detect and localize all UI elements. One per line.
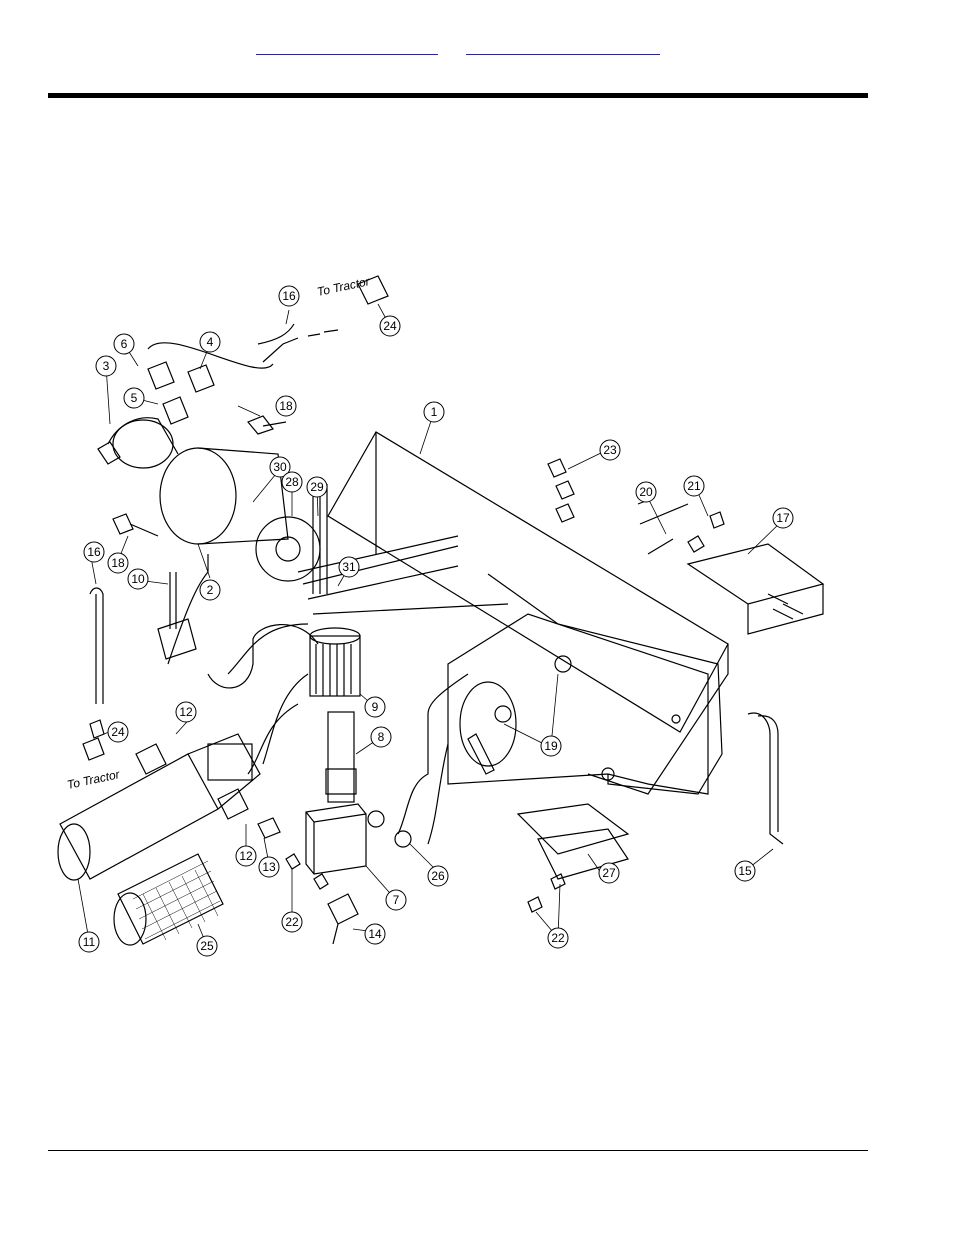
callout: 21 — [683, 475, 705, 497]
nav-link-2[interactable] — [466, 40, 660, 55]
callout: 24 — [379, 315, 401, 337]
valve-block — [305, 803, 367, 875]
callout: 11 — [78, 931, 100, 953]
callout: 5 — [123, 387, 145, 409]
svg-text:21: 21 — [687, 479, 701, 493]
svg-text:12: 12 — [179, 705, 193, 719]
svg-text:25: 25 — [200, 939, 214, 953]
svg-text:2: 2 — [207, 583, 214, 597]
callout: 18 — [275, 395, 297, 417]
svg-text:16: 16 — [282, 289, 296, 303]
svg-text:6: 6 — [121, 337, 128, 351]
hose-16-upper — [262, 337, 299, 363]
callout: 26 — [427, 865, 449, 887]
svg-text:27: 27 — [602, 866, 616, 880]
callout: 12 — [235, 845, 257, 867]
svg-text:4: 4 — [207, 335, 214, 349]
callout: 7 — [385, 889, 407, 911]
callout: 18 — [107, 552, 129, 574]
callout: 12 — [175, 701, 197, 723]
svg-text:23: 23 — [603, 443, 617, 457]
footer-rule — [48, 1150, 868, 1151]
callout: 2 — [199, 579, 221, 601]
svg-text:22: 22 — [551, 931, 565, 945]
electrical-connector — [516, 803, 630, 855]
filter-housing — [59, 753, 219, 880]
hydraulic-motor — [159, 447, 237, 545]
callout: 28 — [281, 471, 303, 493]
callout: 3 — [95, 355, 117, 377]
callout: 14 — [364, 923, 386, 945]
to-tractor-label-left: To Tractor — [66, 767, 122, 792]
callout: 20 — [635, 481, 657, 503]
callout: 10 — [127, 568, 149, 590]
svg-text:30: 30 — [273, 460, 287, 474]
callout: 6 — [113, 333, 135, 355]
callout: 8 — [370, 726, 392, 748]
svg-text:18: 18 — [111, 556, 125, 570]
callout: 16 — [278, 285, 300, 307]
svg-text:29: 29 — [310, 480, 324, 494]
svg-text:11: 11 — [83, 935, 96, 949]
callout: 30 — [269, 456, 291, 478]
hose-16-left — [89, 587, 104, 704]
svg-text:26: 26 — [431, 869, 445, 883]
callout: 16 — [83, 541, 105, 563]
svg-text:20: 20 — [639, 485, 653, 499]
callout: 15 — [734, 860, 756, 882]
callout: 31 — [338, 556, 360, 578]
svg-text:28: 28 — [285, 475, 299, 489]
svg-text:19: 19 — [544, 739, 558, 753]
hose-15 — [747, 712, 784, 845]
nav-link-1[interactable] — [256, 40, 438, 55]
callout: 22 — [281, 911, 303, 933]
svg-text:31: 31 — [342, 560, 356, 574]
callout: 25 — [196, 935, 218, 957]
svg-text:7: 7 — [393, 893, 400, 907]
svg-text:5: 5 — [131, 391, 138, 405]
svg-text:22: 22 — [285, 915, 299, 929]
svg-text:13: 13 — [262, 860, 276, 874]
filter-element — [117, 853, 224, 945]
control-box — [686, 543, 825, 605]
svg-text:3: 3 — [103, 359, 110, 373]
callout: 9 — [364, 696, 386, 718]
callout: 4 — [199, 331, 221, 353]
callout: 27 — [598, 862, 620, 884]
svg-text:14: 14 — [368, 927, 382, 941]
callout: 1 — [423, 401, 445, 423]
callout: 29 — [306, 476, 328, 498]
header-rule — [48, 93, 868, 98]
solenoid-coil — [309, 635, 361, 697]
svg-text:8: 8 — [378, 730, 385, 744]
callout: 24 — [107, 721, 129, 743]
svg-text:24: 24 — [383, 319, 397, 333]
callout: 22 — [547, 927, 569, 949]
callout: 17 — [772, 507, 794, 529]
svg-text:17: 17 — [776, 511, 790, 525]
callouts: 16 24 6 4 5 3 18 1 23 20 21 17 30 28 29 … — [78, 285, 794, 957]
callout: 13 — [258, 856, 280, 878]
svg-text:9: 9 — [372, 700, 379, 714]
svg-text:10: 10 — [131, 572, 145, 586]
lower-bracket — [447, 613, 709, 795]
svg-text:1: 1 — [431, 405, 438, 419]
callout: 23 — [599, 439, 621, 461]
svg-text:15: 15 — [738, 864, 752, 878]
exploded-parts-diagram: To Tractor To Tractor — [48, 254, 838, 964]
svg-text:12: 12 — [239, 849, 253, 863]
callout: 19 — [540, 735, 562, 757]
svg-text:18: 18 — [279, 399, 293, 413]
svg-text:24: 24 — [111, 725, 125, 739]
svg-text:16: 16 — [87, 545, 101, 559]
sprocket — [255, 516, 321, 582]
